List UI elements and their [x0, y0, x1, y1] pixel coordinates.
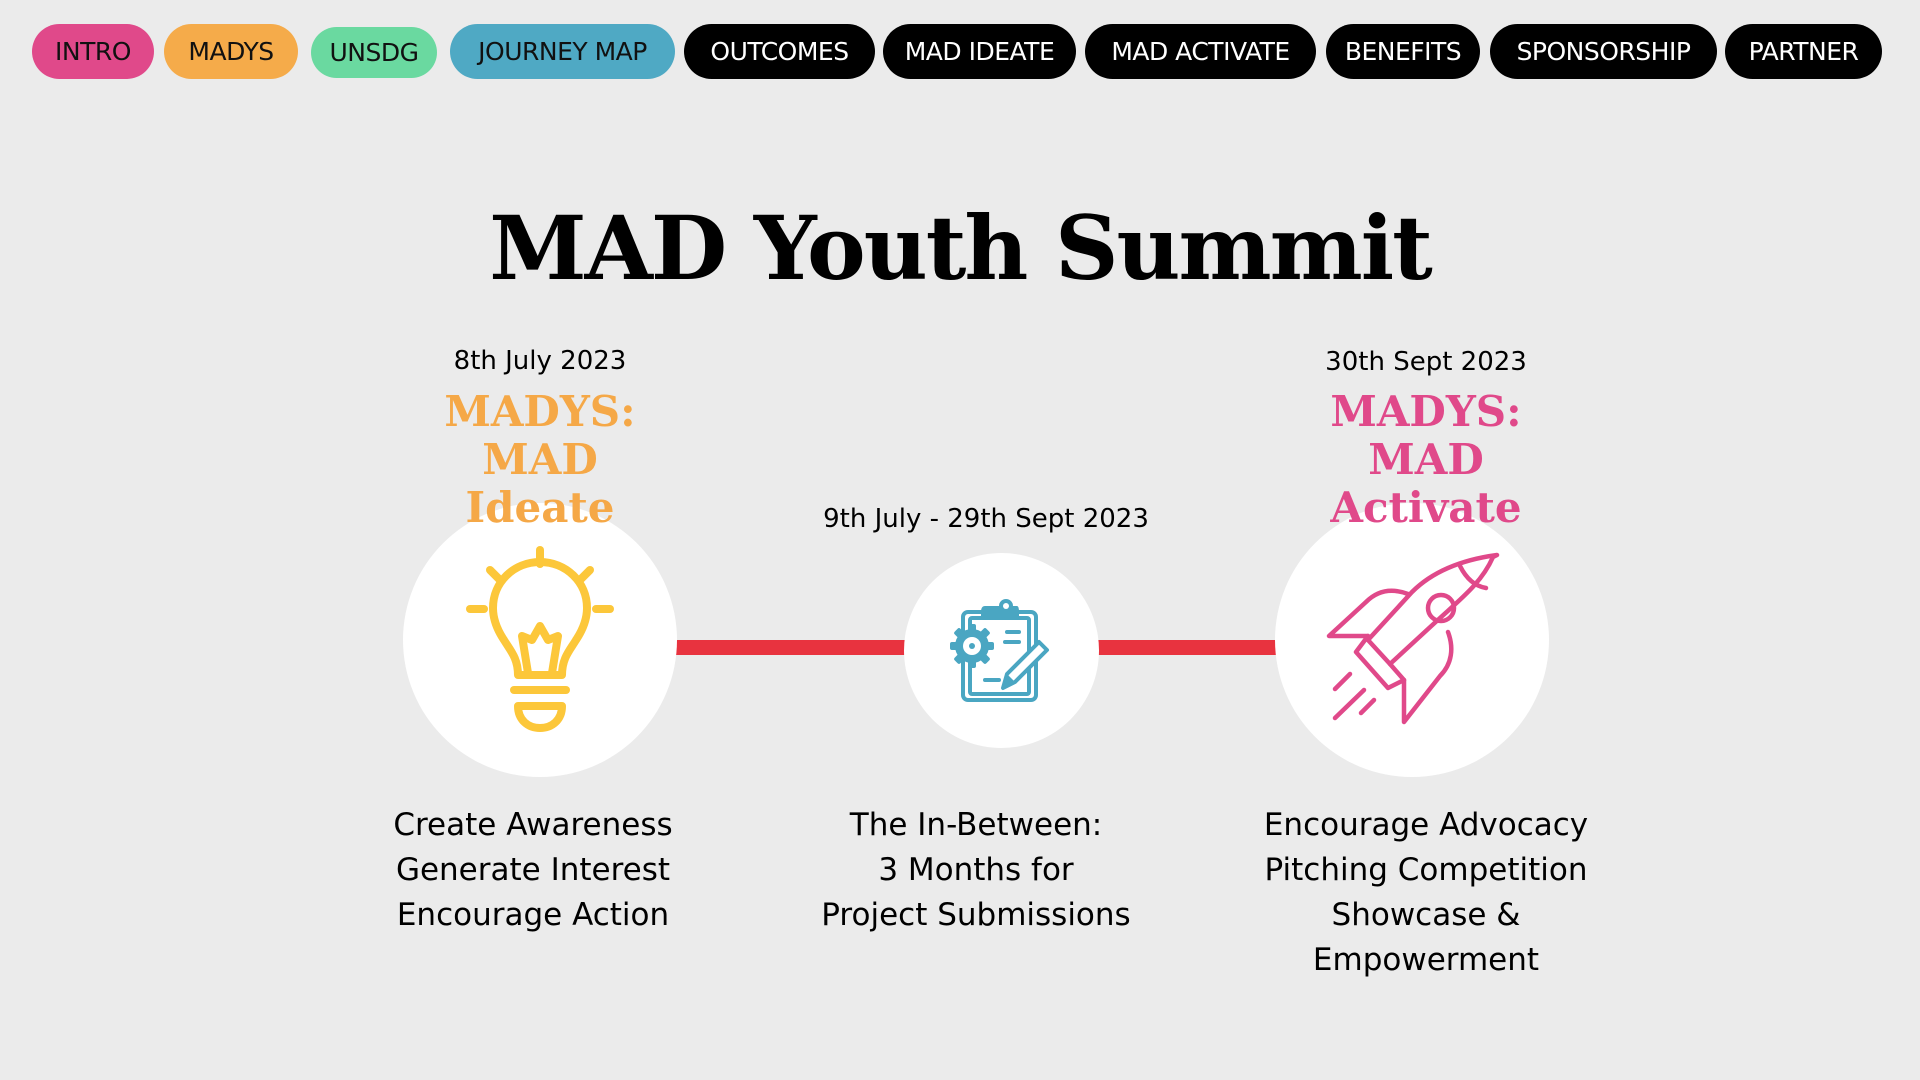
stage-3-desc-line-1: Encourage Advocacy	[1263, 807, 1589, 843]
stage-1-description: Create Awareness Generate Interest Encou…	[383, 803, 683, 938]
nav-sponsorship-button[interactable]: SPONSORSHIP	[1490, 24, 1717, 79]
stage-3-date: 30th Sept 2023	[1325, 347, 1527, 377]
clipboard-gear-icon	[950, 599, 1049, 702]
stage-3-heading-line-2: MAD	[1368, 435, 1484, 484]
stage-3-desc-line-2: Pitching Competition	[1264, 852, 1588, 888]
nav-benefits-button[interactable]: BENEFITS	[1326, 24, 1480, 79]
nav-unsdg-button[interactable]: UNSDG	[311, 27, 437, 78]
stage-2-date: 9th July - 29th Sept 2023	[823, 504, 1149, 534]
stage-1-heading-line-2: MAD	[482, 435, 598, 484]
stage-3-circle	[1275, 503, 1549, 777]
nav-mad-ideate-button[interactable]: MAD IDEATE	[883, 24, 1076, 79]
rocket-icon	[1326, 552, 1500, 725]
stage-1-desc-line-1: Create Awareness	[393, 807, 673, 843]
top-navigation: INTRO MADYS UNSDG JOURNEY MAP OUTCOMES M…	[0, 0, 1920, 100]
timeline-connector-right	[1095, 640, 1280, 655]
stage-2-desc-line-1: The In-Between:	[849, 807, 1103, 843]
nav-journey-map-button[interactable]: JOURNEY MAP	[450, 24, 675, 79]
timeline-connector-left	[670, 640, 910, 655]
stage-2-circle	[904, 553, 1099, 748]
stage-3-heading-line-1: MADYS:	[1330, 387, 1522, 436]
stage-2-desc-line-3: Project Submissions	[821, 897, 1131, 933]
lightbulb-icon	[466, 546, 614, 732]
page-title: MAD Youth Summit	[489, 196, 1433, 300]
stage-3-heading: MADYS: MAD Activate	[1276, 388, 1576, 532]
stage-3-desc-line-3: Showcase &	[1331, 897, 1521, 933]
stage-2-description: The In-Between: 3 Months for Project Sub…	[776, 803, 1176, 938]
nav-outcomes-button[interactable]: OUTCOMES	[684, 24, 875, 79]
stage-1-desc-line-2: Generate Interest	[395, 852, 671, 888]
stage-1-heading-line-1: MADYS:	[444, 387, 636, 436]
nav-mad-activate-button[interactable]: MAD ACTIVATE	[1085, 24, 1316, 79]
nav-madys-button[interactable]: MADYS	[164, 24, 298, 79]
stage-1-desc-line-3: Encourage Action	[396, 897, 670, 933]
stage-1-heading-line-3: Ideate	[465, 483, 615, 532]
stage-3-description: Encourage Advocacy Pitching Competition …	[1226, 803, 1626, 983]
nav-intro-button[interactable]: INTRO	[32, 24, 154, 79]
stage-1-heading: MADYS: MAD Ideate	[390, 388, 690, 532]
stage-2-desc-line-2: 3 Months for	[878, 852, 1074, 888]
stage-1-date: 8th July 2023	[453, 346, 627, 376]
stage-3-desc-line-4: Empowerment	[1312, 942, 1540, 978]
stage-3-heading-line-3: Activate	[1330, 483, 1522, 532]
nav-partner-button[interactable]: PARTNER	[1725, 24, 1882, 79]
